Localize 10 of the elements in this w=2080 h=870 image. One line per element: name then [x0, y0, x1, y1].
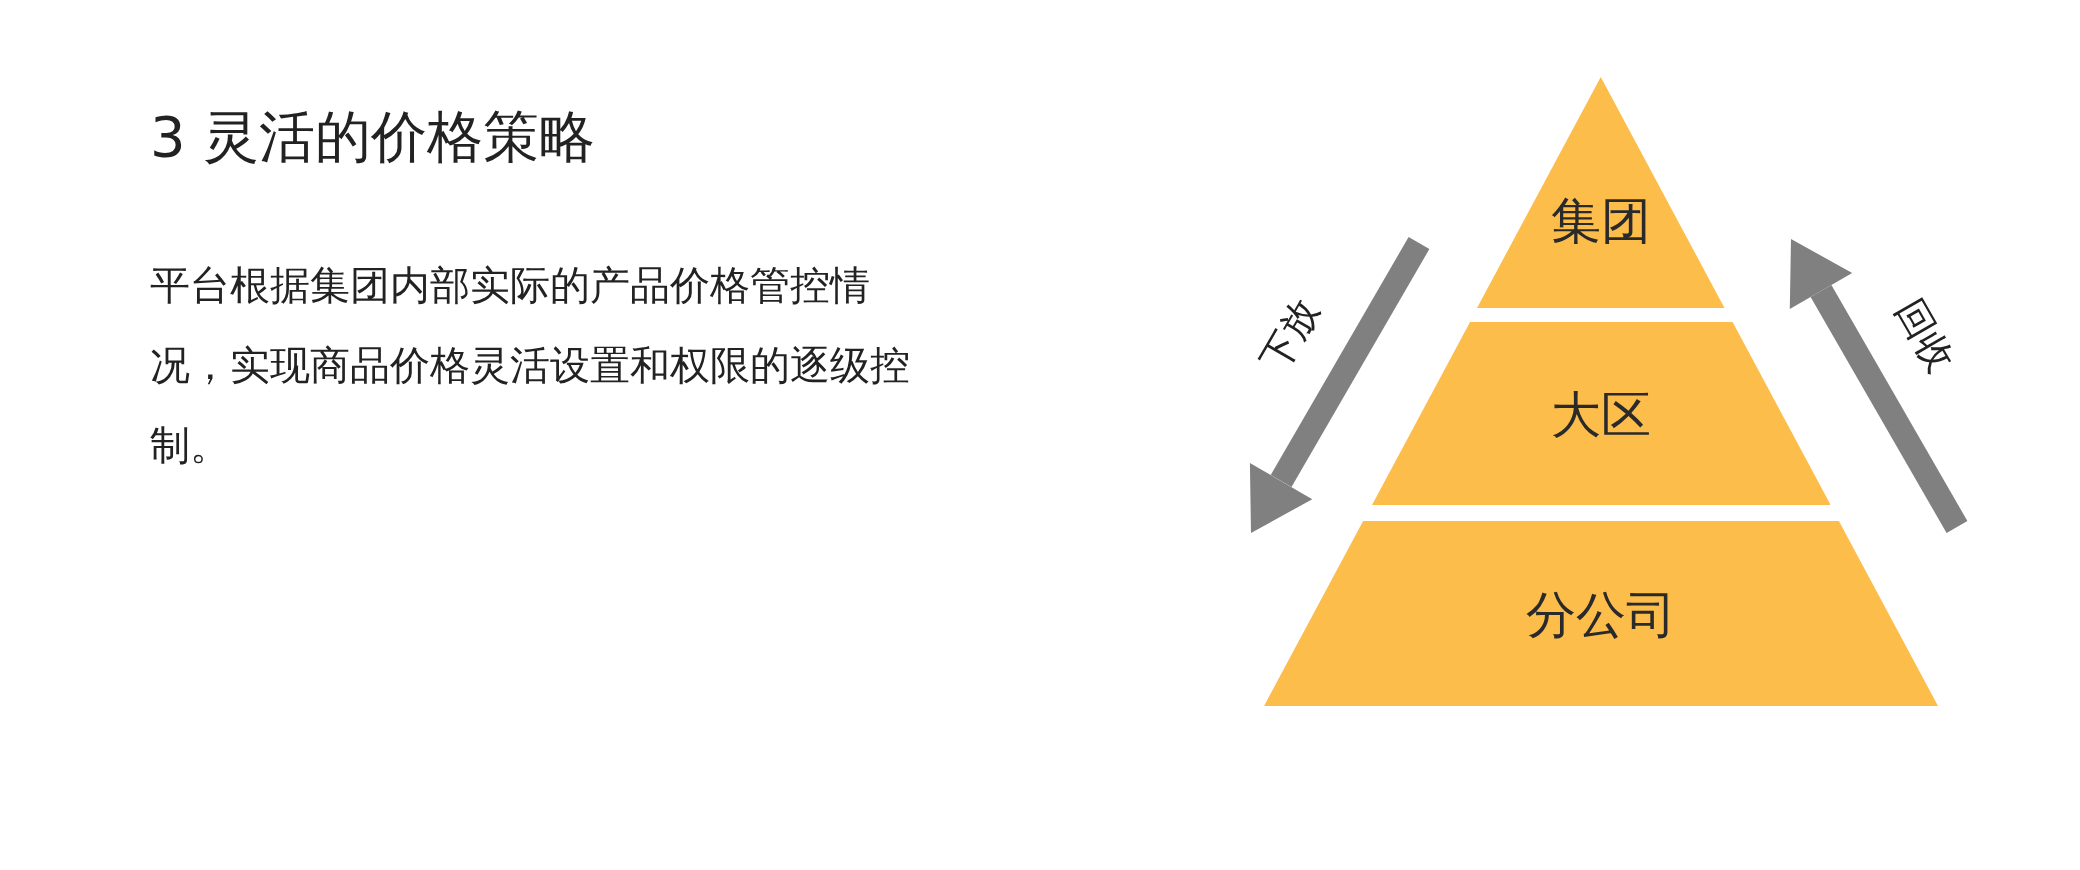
tier-label: 大区: [1550, 384, 1652, 446]
title: 3 灵活的价格策略: [150, 103, 596, 171]
pyramid-top-tier: [1477, 77, 1725, 308]
tier-label: 集团: [1550, 191, 1652, 253]
pyramid-middle-tier: [1371, 322, 1831, 505]
arrow-label: 下放: [1250, 290, 1330, 381]
arrow-label: 回收: [1885, 290, 1965, 381]
pyramid-base-tier: [1263, 521, 1938, 706]
tier-label: 分公司: [1525, 584, 1677, 646]
description-text: 平台根据集团内部实际的产品价格管控情况，实现商品价格灵活设置和权限的逐级控制。: [150, 261, 911, 470]
